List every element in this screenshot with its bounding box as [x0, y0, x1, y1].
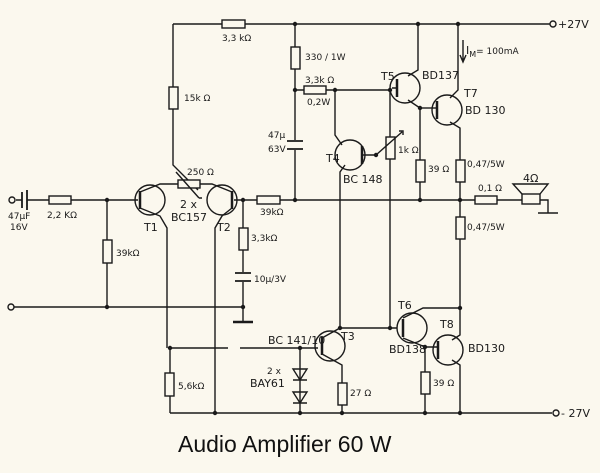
- negative-terminal: [552, 409, 560, 417]
- transistors: [134, 72, 464, 366]
- transistor-t6: [396, 312, 428, 344]
- potentiometer-1k: [385, 136, 396, 160]
- svg-text:63V: 63V: [268, 145, 286, 155]
- transistor-t5: [389, 72, 421, 104]
- svg-text:0,47/5W: 0,47/5W: [467, 223, 505, 233]
- svg-text:5,6kΩ: 5,6kΩ: [178, 382, 205, 392]
- svg-text:T2: T2: [216, 221, 231, 234]
- resistor-330: [290, 46, 301, 70]
- capacitor-feedback: [235, 272, 251, 282]
- svg-text:16V: 16V: [10, 223, 28, 233]
- svg-text:0,2W: 0,2W: [307, 98, 330, 108]
- svg-text:BD 130: BD 130: [465, 104, 506, 117]
- positive-terminal: [549, 20, 557, 28]
- svg-text:T4: T4: [325, 152, 340, 165]
- svg-text:BC 141/10: BC 141/10: [268, 334, 325, 347]
- input-terminal: [8, 196, 16, 204]
- transistor-t2: [206, 184, 238, 216]
- svg-text:39kΩ: 39kΩ: [260, 208, 284, 218]
- svg-text:250 Ω: 250 Ω: [187, 168, 214, 178]
- resistor-047-top: [455, 159, 466, 183]
- resistor-39-top: [415, 159, 426, 183]
- resistor-39-bottom: [420, 371, 431, 395]
- svg-text:10µ/3V: 10µ/3V: [254, 275, 287, 285]
- resistor-15k: [168, 86, 179, 110]
- transistor-t4: [334, 139, 366, 171]
- svg-text:T6: T6: [397, 299, 412, 312]
- positive-supply-label: +27V: [558, 18, 589, 31]
- svg-text:39kΩ: 39kΩ: [116, 249, 140, 259]
- capacitor-bootstrap: [287, 140, 303, 150]
- svg-text:1k Ω: 1k Ω: [398, 146, 419, 156]
- resistor-5k6: [164, 372, 175, 397]
- capacitor-input: [21, 190, 28, 210]
- ground-terminal: [7, 303, 15, 311]
- svg-text:BC 148: BC 148: [343, 173, 383, 186]
- svg-text:47µ: 47µ: [268, 131, 285, 141]
- svg-text:3,3kΩ: 3,3kΩ: [251, 234, 278, 244]
- svg-text:39 Ω: 39 Ω: [428, 165, 449, 175]
- svg-text:T3: T3: [340, 330, 355, 343]
- resistor-250: [177, 179, 201, 189]
- resistor-3k3-feedback: [238, 227, 249, 251]
- svg-text:BC157: BC157: [171, 211, 207, 224]
- svg-text:3,3k Ω: 3,3k Ω: [305, 76, 334, 86]
- transistor-t8: [432, 334, 464, 366]
- current-label: IM= 100mA: [466, 44, 520, 59]
- svg-text:BD130: BD130: [468, 342, 505, 355]
- resistor-39k-feedback: [256, 195, 281, 205]
- transistor-t1: [134, 184, 166, 216]
- current-arrow-icon: [459, 40, 467, 64]
- svg-text:2 x: 2 x: [267, 367, 282, 377]
- transistor-t3: [314, 330, 346, 362]
- labels: 47µF 16V 2,2 KΩ 39kΩ 3,3 kΩ 15k Ω 250 Ω …: [8, 18, 590, 420]
- svg-text:BD138: BD138: [389, 343, 426, 356]
- resistor-3k3-top: [221, 19, 246, 29]
- speaker-icon: [511, 183, 550, 205]
- resistor-27: [337, 382, 348, 406]
- svg-text:0,47/5W: 0,47/5W: [467, 160, 505, 170]
- negative-supply-label: - 27V: [561, 407, 590, 420]
- diagram-title: Audio Amplifier 60 W: [178, 431, 392, 457]
- resistor-2k2: [48, 195, 72, 205]
- svg-text:2,2 KΩ: 2,2 KΩ: [47, 211, 77, 221]
- diodes-bay61: [291, 368, 309, 405]
- resistor-3k3-0-2w: [303, 85, 327, 95]
- junction-dots: [104, 21, 463, 416]
- svg-text:3,3 kΩ: 3,3 kΩ: [222, 34, 251, 44]
- svg-text:BAY61: BAY61: [250, 377, 285, 390]
- svg-text:T7: T7: [463, 87, 478, 100]
- resistor-047-bottom: [455, 216, 466, 240]
- svg-text:BD137: BD137: [422, 69, 459, 82]
- resistor-39k-bias: [102, 239, 113, 264]
- svg-text:27 Ω: 27 Ω: [350, 389, 371, 399]
- resistor-0-1: [474, 195, 498, 205]
- svg-text:4Ω: 4Ω: [523, 172, 538, 185]
- svg-text:0,1 Ω: 0,1 Ω: [478, 184, 502, 194]
- svg-text:T8: T8: [439, 318, 454, 331]
- svg-text:T5: T5: [380, 70, 395, 83]
- svg-text:2 x: 2 x: [180, 198, 197, 211]
- svg-text:15k Ω: 15k Ω: [184, 94, 211, 104]
- resistors: [48, 19, 498, 406]
- svg-text:330 / 1W: 330 / 1W: [305, 53, 346, 63]
- svg-text:T1: T1: [143, 221, 158, 234]
- svg-text:39 Ω: 39 Ω: [433, 379, 454, 389]
- transistor-t7: [431, 94, 463, 126]
- svg-text:47µF: 47µF: [8, 212, 30, 222]
